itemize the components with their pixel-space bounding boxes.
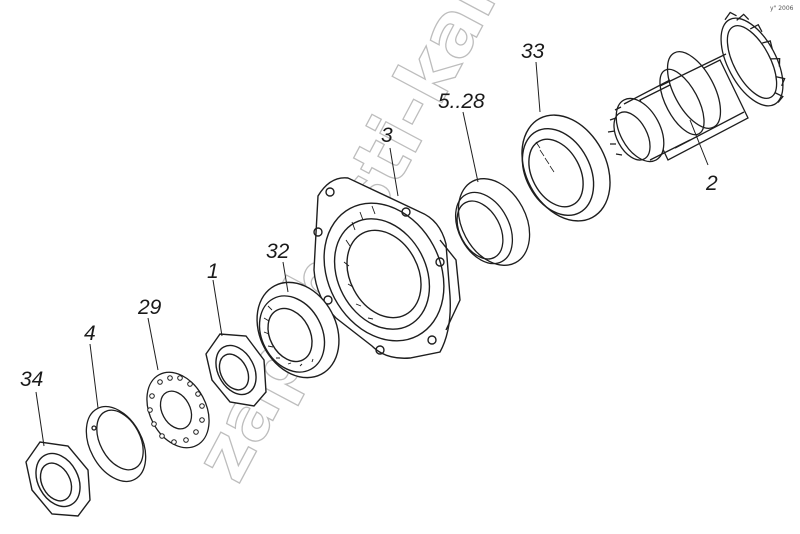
label-29: 29: [137, 296, 162, 319]
label-2: 2: [705, 172, 718, 195]
label-3: 3: [381, 124, 393, 147]
label-4: 4: [84, 322, 96, 345]
part-4-washer: [85, 343, 147, 483]
part-5-28-shim: [454, 111, 531, 266]
part-32-bearing: [256, 261, 340, 379]
label-1: 1: [207, 260, 219, 283]
part-29-lock-washer: [146, 317, 210, 449]
part-1-nut: [205, 279, 267, 407]
label-32: 32: [266, 240, 290, 263]
part-3-housing: [313, 147, 461, 359]
label-34: 34: [20, 368, 43, 391]
label-33: 33: [521, 40, 545, 63]
part-33-seal: [521, 61, 611, 222]
label-5-28: 5..28: [438, 90, 485, 113]
part-2-gear-shaft: [607, 11, 786, 166]
part-34-nut: [25, 391, 91, 517]
corner-mark: y" 2006: [770, 5, 794, 12]
